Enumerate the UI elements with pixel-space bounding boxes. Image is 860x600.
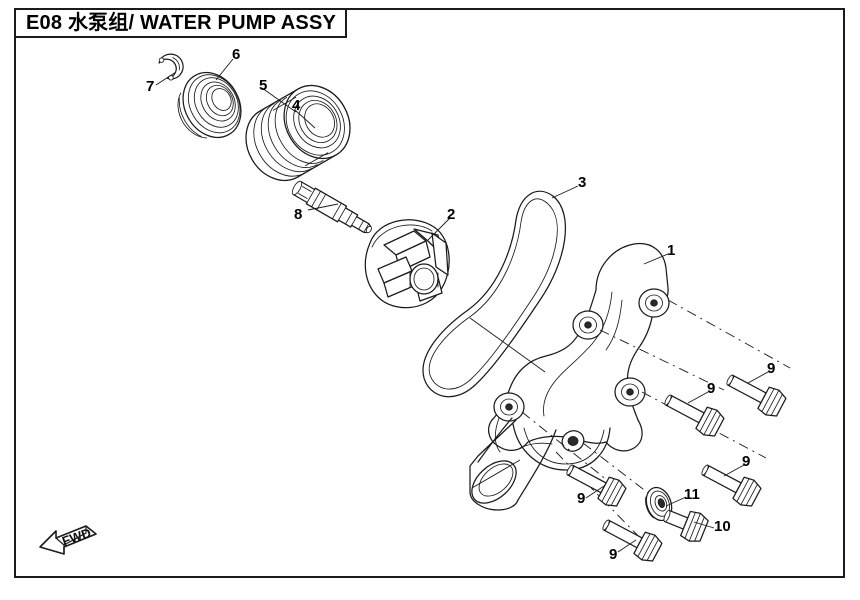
part-6-ball-bearing [177, 71, 242, 139]
callout-number-mechanical-seal[interactable]: 4 [292, 97, 301, 114]
part-9-bolt [701, 464, 762, 507]
part-2-impeller [364, 219, 450, 309]
part-3-pump-gasket [422, 190, 566, 398]
part-9-bolt [602, 519, 663, 562]
page-title: E08 水泵组/ WATER PUMP ASSY [26, 12, 337, 34]
callout-number-pump-gasket[interactable]: 3 [578, 174, 587, 191]
part-1-pump-cover [469, 242, 670, 511]
part-10-drain-bolt [663, 509, 709, 542]
callout-number-flange-bolt[interactable]: 9 [742, 453, 751, 470]
fwd-orientation-marker: FWD [38, 521, 104, 563]
callout-number-oil-seal[interactable]: 5 [259, 77, 268, 94]
cover-bolt-boss [572, 310, 604, 340]
callout-number-sealing-washer[interactable]: 11 [684, 486, 700, 503]
fwd-label: FWD [60, 525, 93, 549]
assembly-axis [582, 442, 661, 503]
callout-number-flange-bolt[interactable]: 9 [707, 380, 716, 397]
part-9-bolt [726, 374, 787, 417]
callout-number-impeller[interactable]: 2 [447, 206, 456, 223]
leader-lines [155, 58, 769, 553]
cover-bolt-boss [493, 392, 525, 422]
callout-number-flange-bolt[interactable]: 9 [767, 360, 776, 377]
callout-number-ball-bearing[interactable]: 6 [232, 46, 241, 63]
assembly-axis [667, 299, 791, 369]
callout-number-water-pump-cover[interactable]: 1 [667, 242, 676, 259]
assembly-axis [599, 329, 725, 391]
callout-number-circlip[interactable]: 7 [146, 78, 155, 95]
part-8-pump-shaft [291, 180, 372, 234]
callout-number-drain-bolt[interactable]: 10 [714, 518, 731, 535]
part-7-circlip [158, 53, 184, 81]
part-11-sealing-washer [645, 486, 673, 522]
cover-bolt-boss [614, 377, 646, 407]
part-9-bolt [664, 394, 725, 437]
part-9-bolt [566, 464, 627, 507]
callout-number-flange-bolt[interactable]: 9 [577, 490, 586, 507]
callout-number-water-pump-shaft[interactable]: 8 [294, 206, 303, 223]
diagram-title-plate: E08 水泵组/ WATER PUMP ASSY [14, 8, 348, 38]
fwd-arrow-icon: FWD [39, 525, 97, 555]
callout-number-flange-bolt[interactable]: 9 [609, 546, 618, 563]
drain-boss [561, 430, 585, 452]
part-4-mechanical-seal [245, 84, 351, 181]
cover-bolt-boss [638, 288, 670, 318]
